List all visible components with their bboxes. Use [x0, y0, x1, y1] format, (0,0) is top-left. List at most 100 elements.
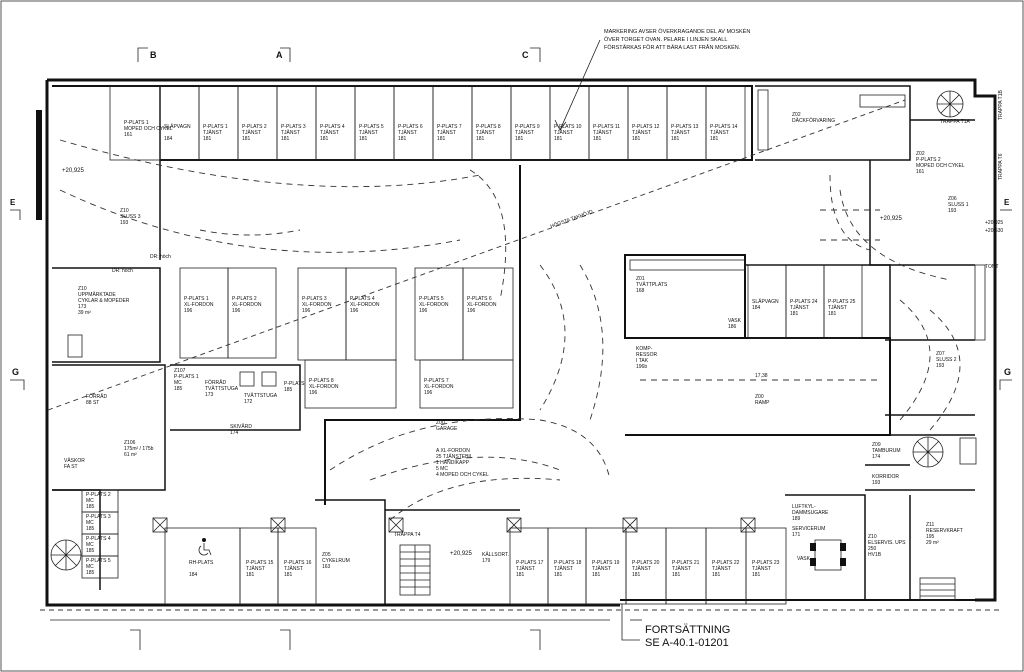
uppmarkt-name: UPPMÄRKTADE — [78, 291, 116, 298]
vask-name: VASK — [728, 318, 742, 324]
column — [740, 517, 756, 533]
luftkyl-name2: DAMMSUGARE — [792, 510, 829, 516]
luftkyl-name: LUFTKYL- — [792, 504, 816, 510]
pp-small-name: P-PLATS — [284, 381, 305, 387]
trappa-t4: TRAPPA T4 — [394, 532, 421, 538]
pmc1-name: P-PLATS 1 — [174, 374, 199, 380]
pp24-num: 181 — [790, 311, 799, 317]
stall-sub: TJÄNST — [672, 565, 691, 572]
stall-sub: MC — [86, 564, 94, 570]
cykelrum-code: Z05 — [322, 552, 331, 558]
stall-sub: TJÄNST — [554, 565, 573, 572]
stall-sub: XL-FORDON — [424, 384, 454, 390]
stall-sub: TJÄNST — [246, 565, 265, 572]
stall-sub: TJÄNST — [281, 129, 300, 136]
tvattplats-name: TVÄTTPLATS — [636, 281, 668, 288]
stall-name: P-PLATS 18 — [554, 560, 582, 566]
korridor-num: 193 — [872, 480, 881, 486]
tamburum-num: 174 — [872, 454, 881, 460]
uppmarkt-code: Z10 — [78, 286, 87, 292]
moped2-name: P-PLATS 2 — [916, 157, 941, 163]
column-cross — [388, 517, 404, 533]
sluss1-num: 193 — [948, 208, 957, 214]
stall-sub: TJÄNST — [592, 565, 611, 572]
stall-name: P-PLATS 12 — [632, 124, 660, 130]
stall-name: P-PLATS 6 — [398, 124, 423, 130]
dackforv-name: DÄCKFÖRVARING — [792, 117, 835, 124]
continuation-line-2: SE A-40.1-01201 — [645, 637, 729, 649]
stall-num: 181 — [242, 136, 251, 142]
stall-sub: TJÄNST — [632, 129, 651, 136]
tvattplats-code: Z01 — [636, 276, 645, 282]
stall-sub: TJÄNST — [437, 129, 456, 136]
column-cross — [152, 517, 168, 533]
continuation-arrow — [621, 604, 640, 641]
garage-code: Z00 — [436, 420, 445, 426]
stall-num: 185 — [86, 570, 95, 576]
stall-num: 181 — [752, 572, 761, 578]
stall-num: 196 — [350, 308, 359, 314]
ramp-name: RAMP — [755, 400, 770, 406]
stall-name: P-PLATS 15 — [246, 560, 274, 566]
stall-sub: XL-FORDON — [419, 302, 449, 308]
stall-name: P-PLATS 1 — [203, 124, 228, 130]
dr-left: DR: höch — [150, 254, 171, 260]
ramp-dimension: 17,38 — [755, 373, 768, 379]
stall-sub: XL-FORDON — [467, 302, 497, 308]
level-1: +20,925 — [62, 168, 85, 174]
column — [388, 517, 404, 533]
stall-num: 196 — [424, 390, 433, 396]
stall-num: 196 — [419, 308, 428, 314]
garage-l5: 4 MOPED OCH CYKEL — [436, 472, 489, 478]
stall-sub: XL-FORDON — [184, 302, 214, 308]
servicerum-num: 171 — [792, 532, 801, 538]
stall-num: 184 — [189, 572, 198, 578]
pp-small-num: 185 — [284, 387, 293, 393]
note-leader — [559, 39, 601, 131]
column-cross — [506, 517, 522, 533]
stall-name: P-PLATS 1 — [184, 296, 209, 302]
garage-l1: A XL-FORDON — [436, 448, 470, 454]
stall-name: P-PLATS 21 — [672, 560, 700, 566]
level-2: +20,925 — [450, 551, 473, 557]
skivard-num: 174 — [230, 430, 239, 436]
slapvagn2-name: SLÄPVAGN — [752, 298, 779, 305]
stair-t4 — [399, 544, 431, 596]
vehicle-lift-icon — [810, 539, 846, 571]
parking-stall — [277, 527, 317, 605]
uppmarkt-num: 173 — [78, 304, 87, 310]
stall-sub: TJÄNST — [242, 129, 261, 136]
stall-name: RH-PLATS — [189, 560, 214, 566]
stall-sub: TJÄNST — [398, 129, 417, 136]
stall-num: 181 — [437, 136, 446, 142]
stall-sub: TJÄNST — [671, 129, 690, 136]
section-c-label: C — [522, 50, 529, 60]
kompressor-name: KOMP- — [636, 346, 653, 352]
moped2-code: Z02 — [916, 151, 925, 157]
stall-sub: XL-FORDON — [232, 302, 262, 308]
stall-num: 196 — [467, 308, 476, 314]
stall-num: 181 — [320, 136, 329, 142]
stall-sub: TJÄNST — [203, 129, 222, 136]
column-cross — [270, 517, 286, 533]
stall-name: P-PLATS 20 — [632, 560, 660, 566]
stall-num: 181 — [516, 572, 525, 578]
turning-paths — [59, 139, 961, 521]
pp25-name: P-PLATS 25 — [828, 299, 856, 305]
section-e-right-label: E — [1004, 198, 1010, 207]
stall-num: 196 — [302, 308, 311, 314]
trappa-t6: TRAPPA T6 — [998, 153, 1004, 180]
reservkraft-area: 29 m² — [926, 540, 939, 546]
stall-sub: TJÄNST — [752, 565, 771, 572]
trappa-t1b: TRAPPA T1B — [998, 90, 1004, 120]
forar-name: FÖRRÅD — [205, 379, 227, 386]
pp25-num: 181 — [828, 311, 837, 317]
z106-code: Z106 — [124, 440, 136, 446]
note-line-3: FÖRSTÄRKAS FÖR ATT BÄRA LAST FRÅN MOSKÉN… — [604, 44, 741, 51]
stall-name: P-PLATS 11 — [593, 124, 620, 130]
kompressor-num: 196b — [636, 364, 647, 370]
stall-name: P-PLATS 22 — [712, 560, 740, 566]
stall-sub: XL-FORDON — [309, 384, 339, 390]
